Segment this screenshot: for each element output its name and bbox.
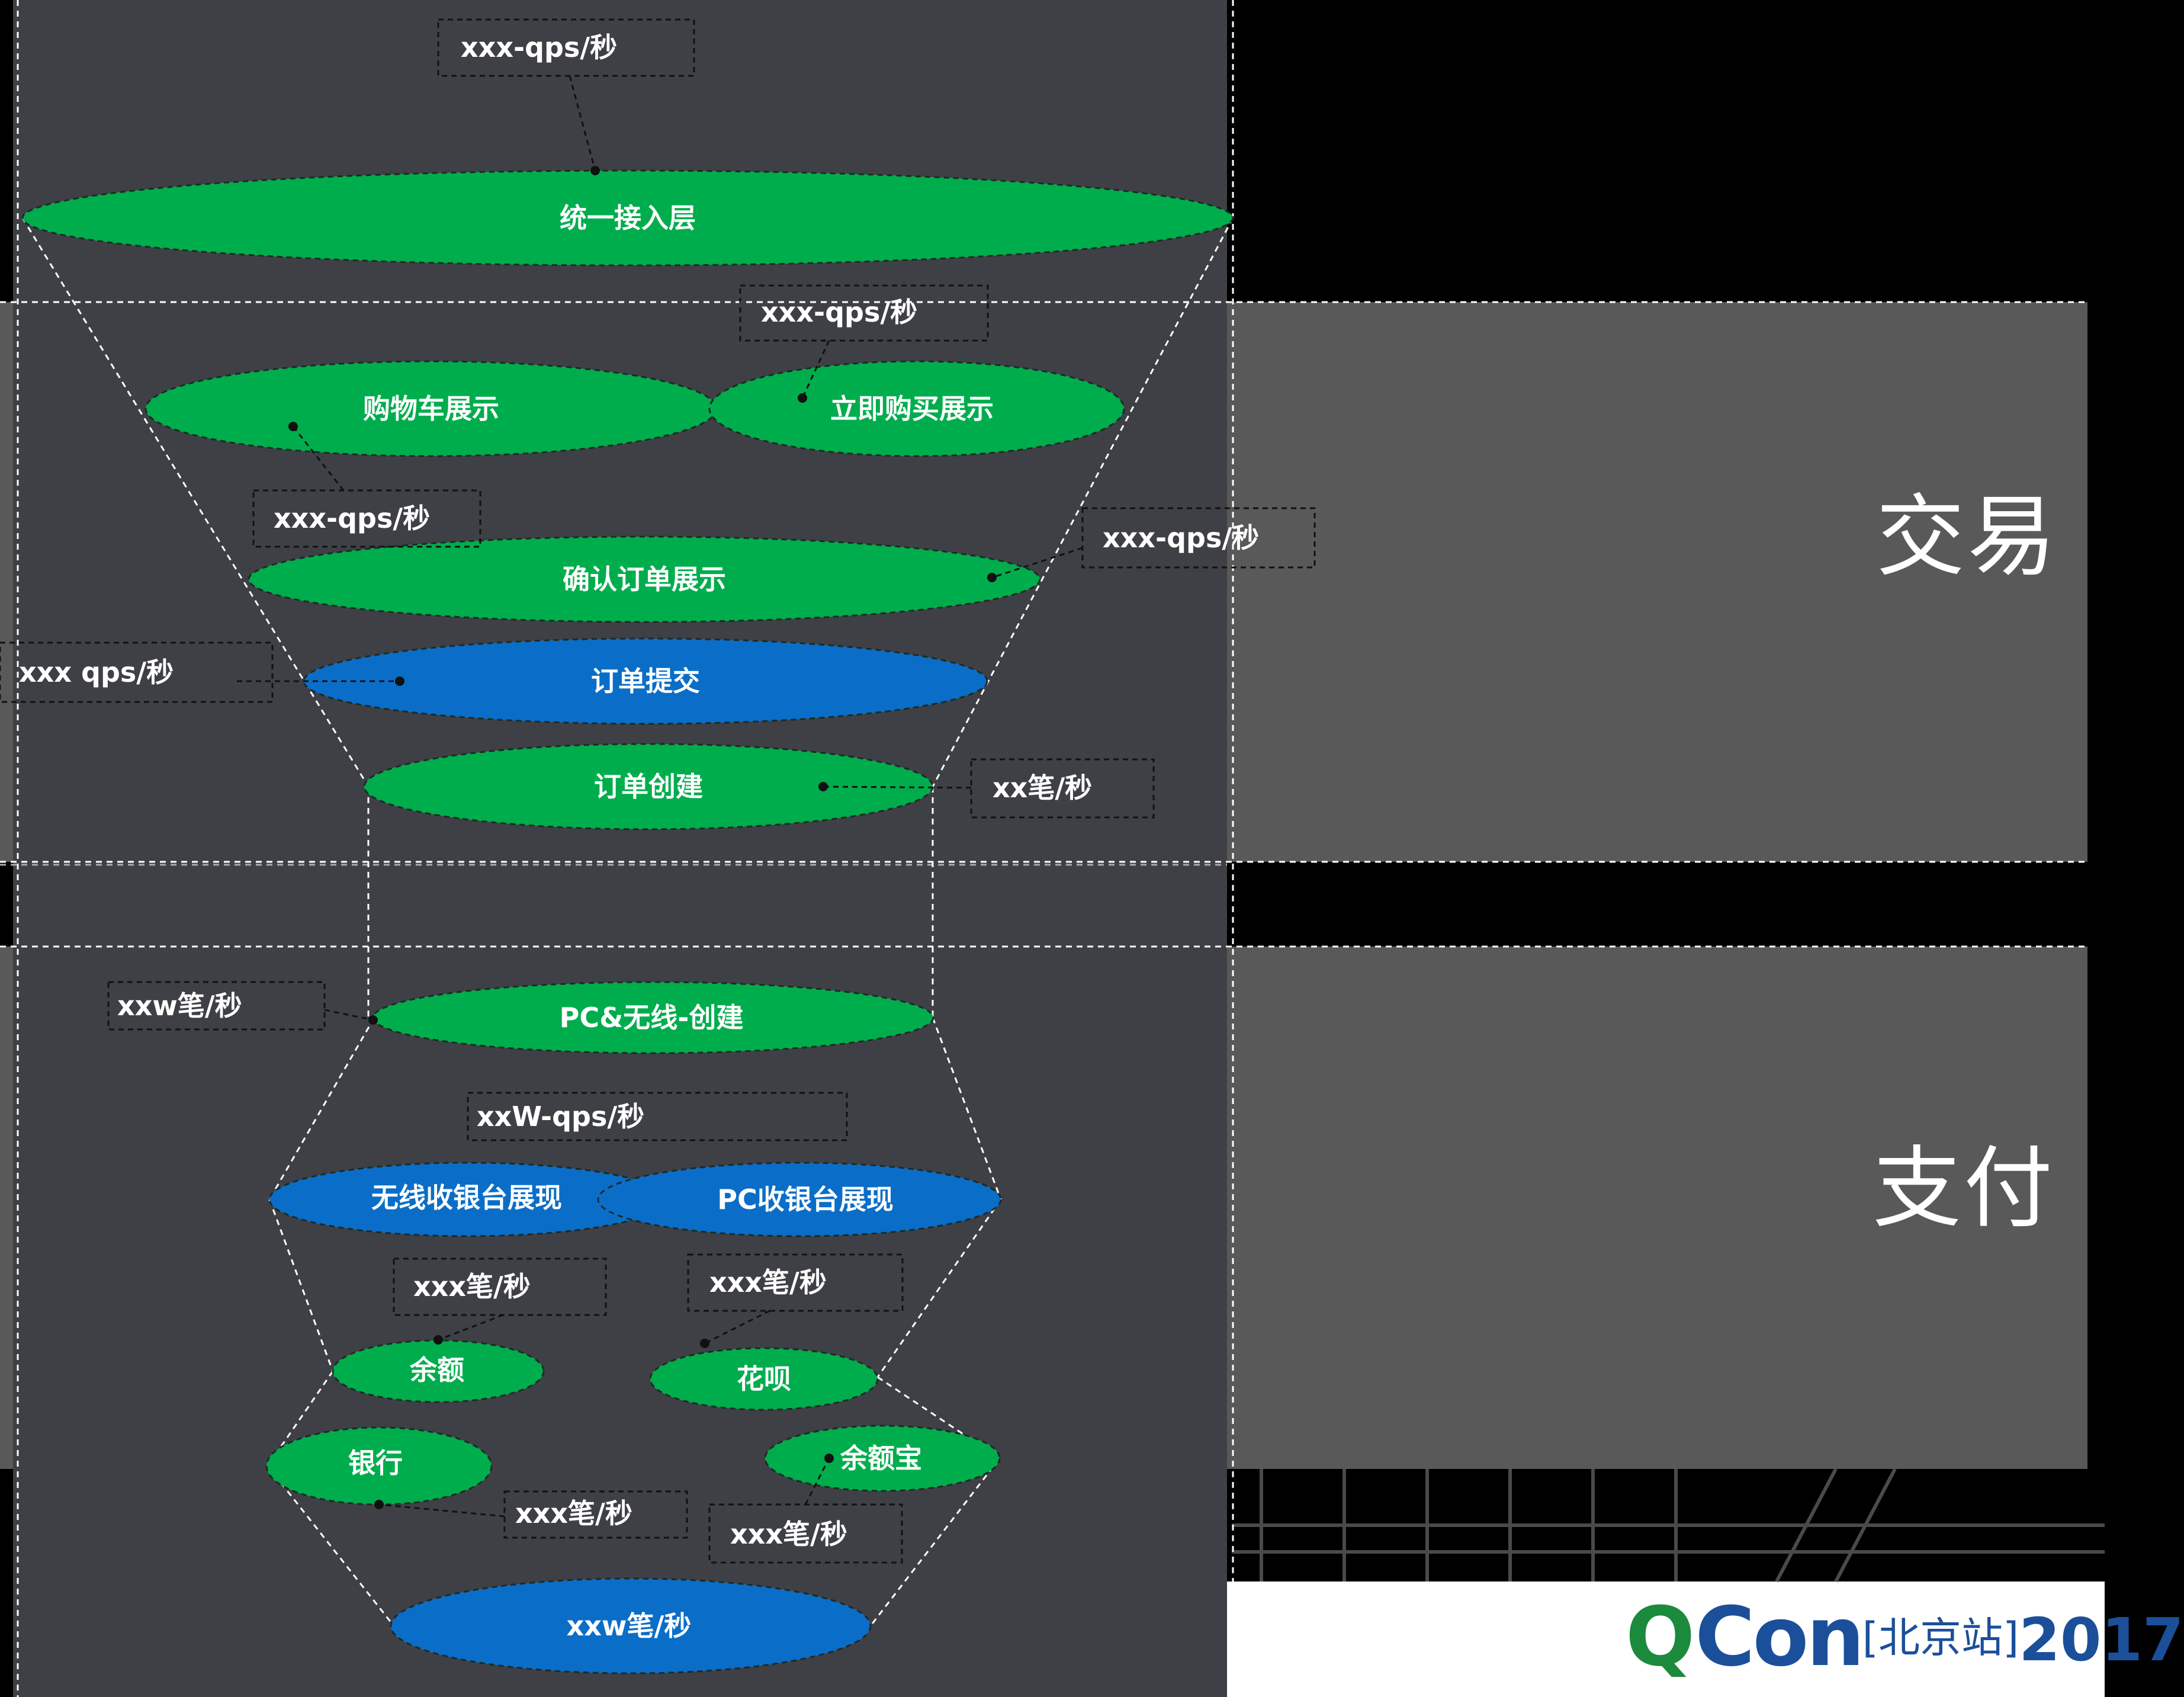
buy-now-label: 立即购买展示 [830,393,994,425]
yuebao-label: 余额宝 [840,1442,922,1474]
bank-label: 银行 [348,1447,403,1479]
submit-qps-label: xxx qps/秒 [19,656,174,688]
confirm-qps-label: xxx-qps/秒 [1103,522,1259,554]
callout-boxes [0,18,1316,1564]
wireless-cashier-label: 无线收银台展现 [371,1182,562,1214]
submit-label: 订单提交 [591,665,700,697]
footer-seat-lines [1232,1468,2105,1583]
gateway-qps-label: xxx-qps/秒 [461,31,617,63]
gateway-label: 统一接入层 [560,202,696,234]
huabei-node[interactable] [649,1347,879,1411]
balance-label: 余额 [409,1354,464,1386]
cart-label: 购物车展示 [363,393,499,425]
bottom-label: xxw笔/秒 [567,1610,692,1642]
huabei-label: 花呗 [737,1363,791,1395]
huabei-rate-label: xxx笔/秒 [709,1266,827,1298]
submit-node[interactable] [303,637,988,725]
yuebao-node[interactable] [764,1425,1001,1492]
leader-dots [288,166,997,1509]
create-rate-label: xx笔/秒 [993,772,1092,804]
yuebao-rate-label: xxx笔/秒 [730,1518,847,1550]
create-label: 订单创建 [594,771,703,803]
buy-now-qps-label: xxx-qps/秒 [761,296,917,328]
pc-cashier-node[interactable] [597,1162,1002,1237]
buy-now-node[interactable] [708,360,1125,457]
confirm-label: 确认订单展示 [563,563,726,595]
panel-guides [0,0,2087,1697]
pc-cashier-label: PC收银台展现 [717,1183,893,1215]
leader-lines [237,75,1083,1518]
pay-create-rate-label: xxw笔/秒 [117,990,242,1022]
pay-create-label: PC&无线-创建 [560,1002,744,1034]
bank-rate-label: xxx笔/秒 [515,1497,632,1529]
cart-qps-label: xxx-qps/秒 [274,502,430,534]
confirm-node[interactable] [248,535,1041,623]
balance-rate-label: xxx笔/秒 [413,1271,531,1303]
gateway-node[interactable] [21,169,1234,267]
funnel-diagram: 统一接入层 购物车展示 立即购买展示 确认订单展示 订单提交 订单创建 PC&无… [0,0,2105,1697]
cashier-qps-label: xxW-qps/秒 [477,1101,644,1133]
diagram-panel [13,0,1227,1697]
bottom-node[interactable] [390,1577,872,1674]
footer-white [1226,1581,2105,1697]
